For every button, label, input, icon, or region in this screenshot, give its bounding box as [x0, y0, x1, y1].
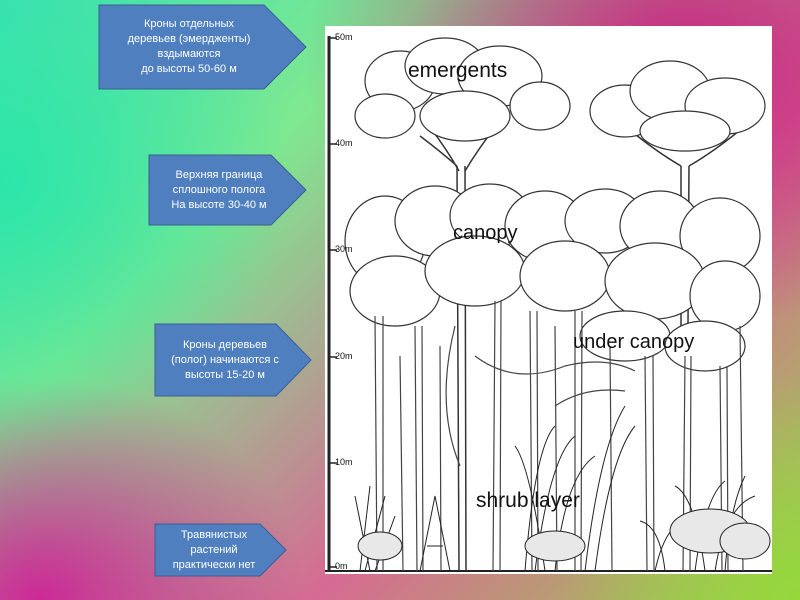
callout-text: Травянистых растений практически нет	[172, 528, 256, 571]
callout-emergents: Кроны отдельных деревьев (эмердженты) вз…	[98, 4, 307, 90]
label-canopy: canopy	[453, 222, 518, 244]
label-under-canopy: under canopy	[573, 331, 695, 353]
callout-shape	[98, 4, 307, 90]
tick-label-30m: 30m	[335, 244, 353, 254]
callout-shape	[154, 323, 312, 397]
ground-shrub-clusters	[357, 508, 771, 562]
emergent-crowns	[354, 37, 766, 152]
callout-herbs: Травянистых растений практически нет	[154, 523, 287, 577]
forest-drawing	[325, 36, 772, 572]
callout-text: Кроны деревьев (полог) начинаются с высо…	[171, 338, 279, 381]
callout-shape	[154, 523, 287, 577]
tick-label-0m: 0m	[335, 561, 348, 571]
canopy-crowns	[344, 183, 761, 372]
rainforest-layers-diagram: 50m 40m 30m 20m 10m 0m emergents canopy …	[325, 26, 772, 574]
label-emergents: emergents	[408, 59, 508, 82]
tick-label-10m: 10m	[335, 457, 353, 467]
callout-text: Кроны отдельных деревьев (эмердженты) вз…	[127, 18, 251, 75]
label-shrub-layer: shrub layer	[476, 489, 580, 512]
callout-canopy-start: Кроны деревьев (полог) начинаются с высо…	[154, 323, 312, 397]
tick-label-50m: 50m	[335, 32, 353, 42]
tick-label-20m: 20m	[335, 351, 353, 361]
callout-shape	[148, 154, 307, 226]
callout-canopy-top: Верхняя граница сплошного полога На высо…	[148, 154, 307, 226]
tick-label-40m: 40m	[335, 138, 353, 148]
callout-text: Верхняя граница сплошного полога На высо…	[171, 168, 267, 211]
axis-ticks	[329, 37, 337, 568]
